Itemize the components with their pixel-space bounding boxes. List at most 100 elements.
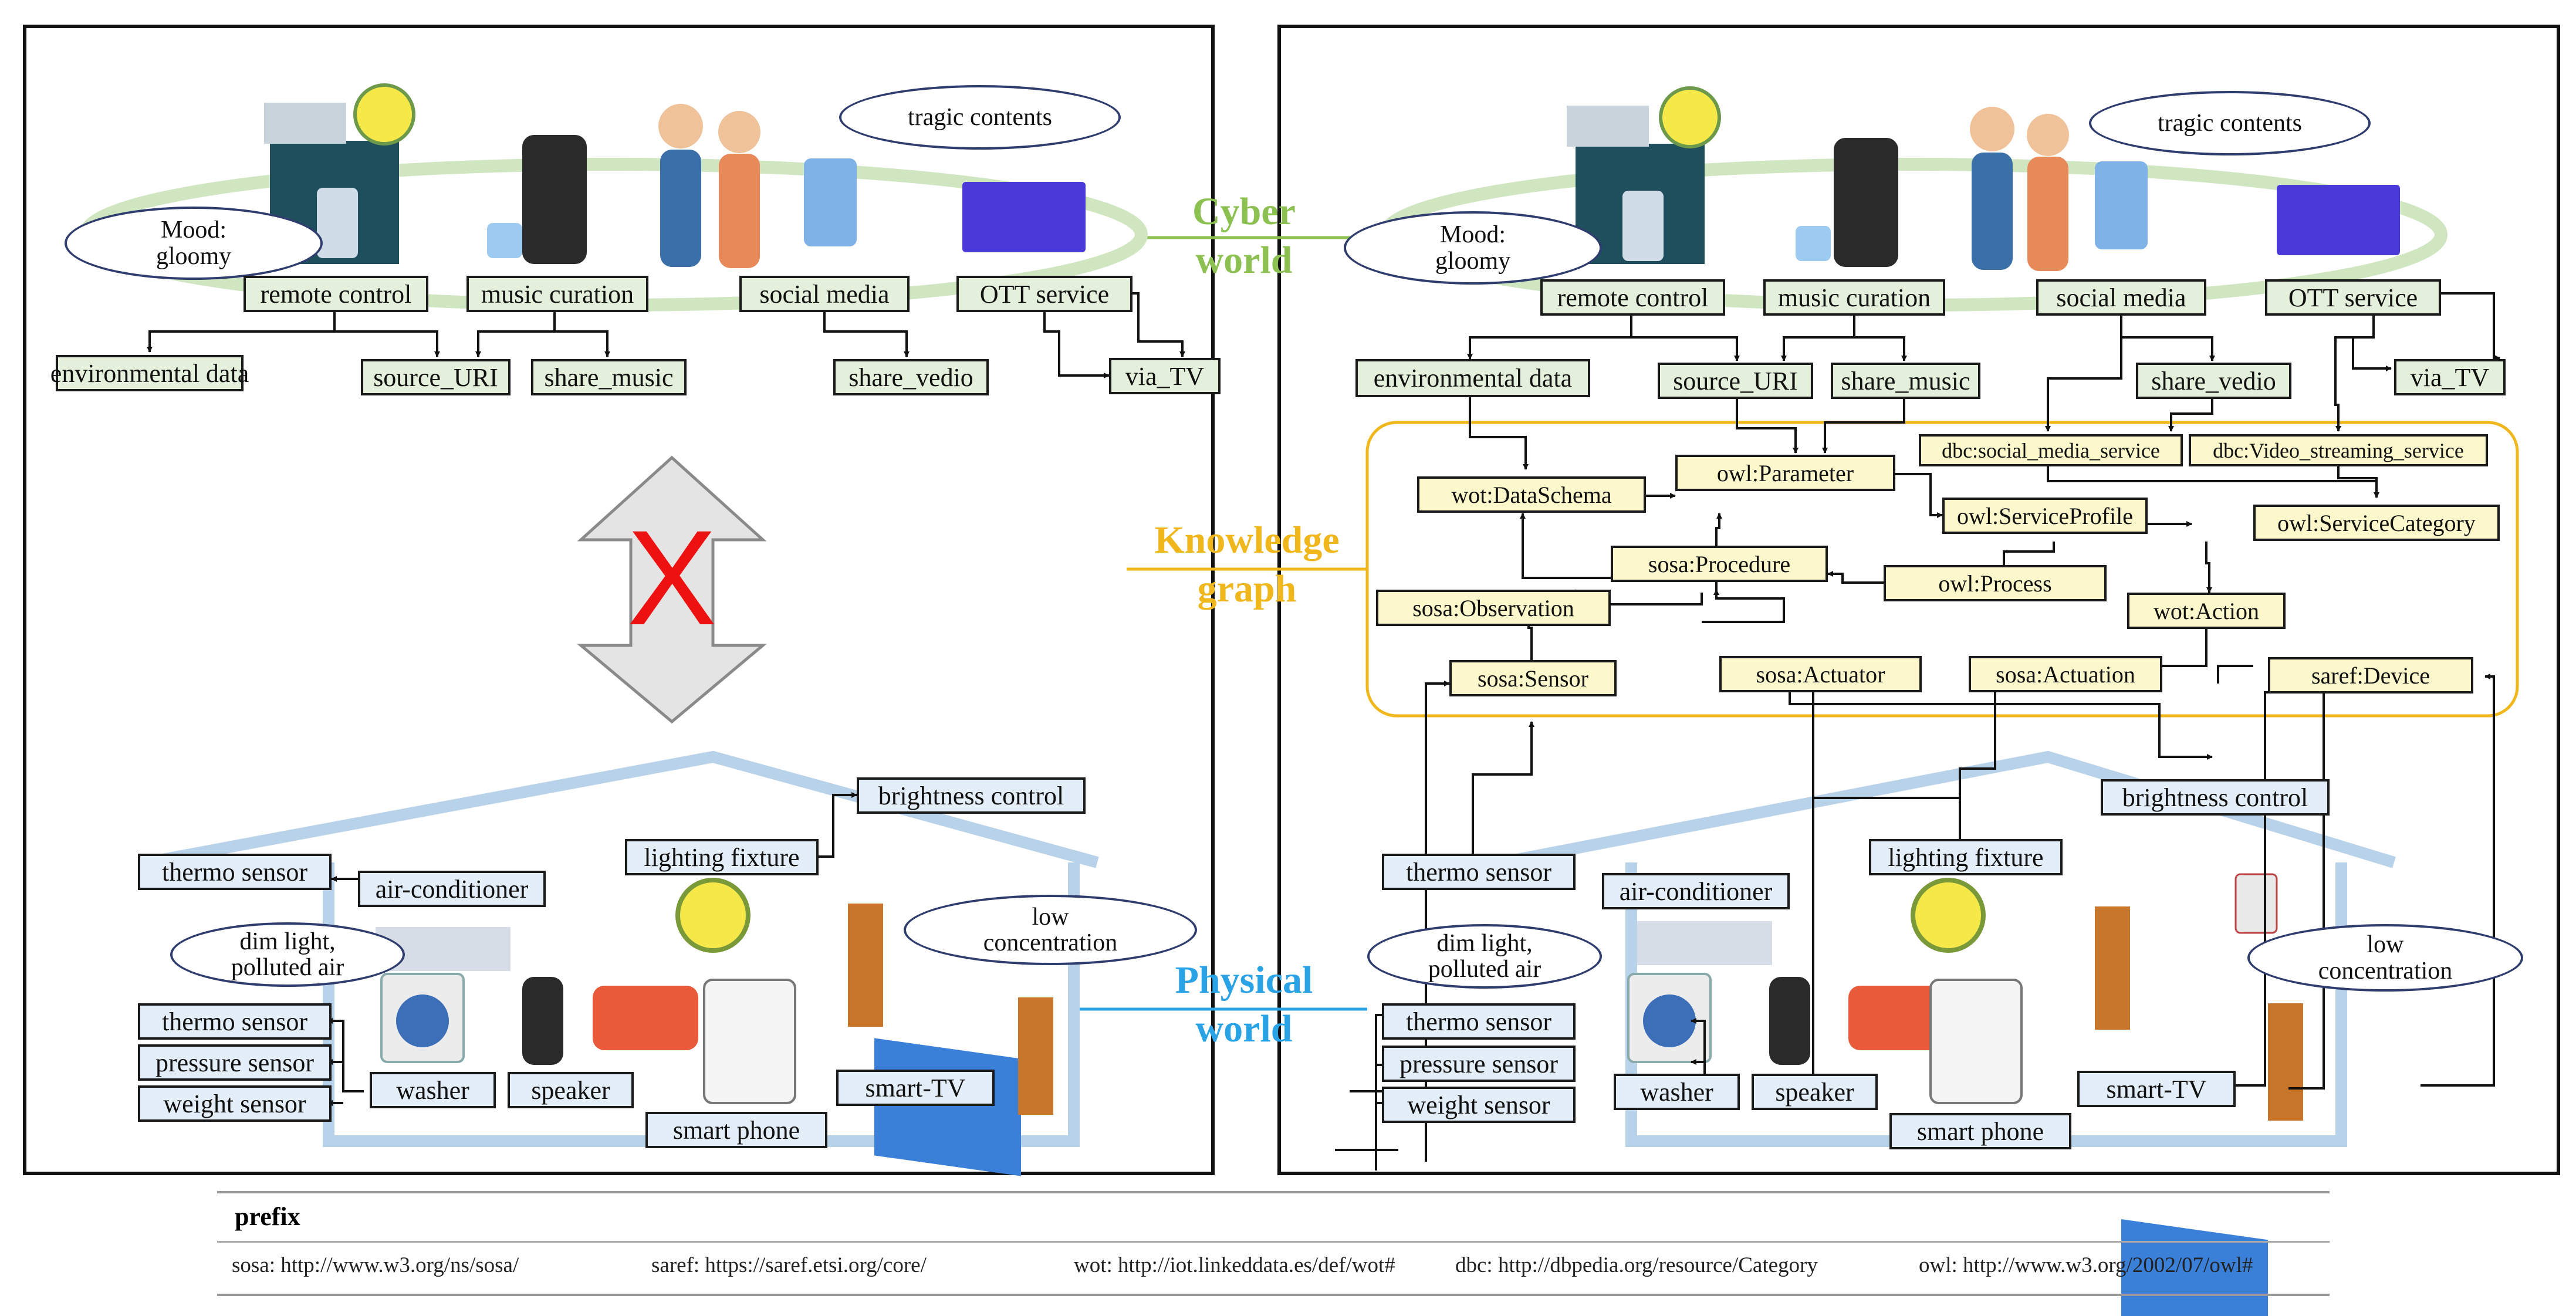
cyber-world-label: Cyber world — [1192, 190, 1296, 282]
tv-screen-icon — [874, 1038, 1021, 1176]
pressure-sensor-node-left: pressure sensor — [138, 1044, 332, 1081]
tv-speaker-right-icon — [2268, 1003, 2303, 1121]
elderly-man-icon — [658, 104, 703, 148]
thermo-sensor-node-right: thermo sensor — [1382, 854, 1576, 890]
smart-phone-node-right: smart phone — [1889, 1113, 2071, 1149]
smart-tv-node-left: smart-TV — [836, 1070, 995, 1106]
tragic-contents-oval-left: tragic contents — [839, 85, 1121, 150]
owl-serviceprofile-node: owl:ServiceProfile — [1942, 498, 2148, 534]
owl-servicecategory-node: owl:ServiceCategory — [2253, 505, 2500, 541]
elderly-woman-icon — [2027, 114, 2069, 156]
tv-speaker-left-icon — [2095, 906, 2130, 1030]
left-cyber-illustrations — [264, 83, 1086, 268]
elderly-woman-body — [719, 154, 760, 268]
phone-hand-icon — [1929, 979, 2023, 1104]
ott-service-node-right: OTT service — [2265, 279, 2441, 316]
brightness-control-node-right: brightness control — [2101, 779, 2330, 816]
source-uri-node-left: source_URI — [361, 359, 511, 395]
phone-hand-icon — [703, 979, 796, 1104]
music-bubble-icon — [1796, 226, 1831, 261]
share-music-node-left: share_music — [531, 359, 687, 395]
tv-speaker-right-icon — [1018, 997, 1053, 1115]
air-conditioner-node-right: air-conditioner — [1602, 873, 1790, 909]
social-media-node-left: social media — [739, 276, 910, 312]
left-panel — [23, 25, 1215, 1175]
music-curation-node-right: music curation — [1763, 279, 1945, 316]
washer-drum-icon — [396, 994, 449, 1047]
sosa-actuation-node: sosa:Actuation — [1969, 656, 2162, 692]
prefix-bottom-rule — [217, 1294, 2330, 1296]
pressure-sensor-node-right: pressure sensor — [1382, 1046, 1576, 1082]
wot-action-node: wot:Action — [2127, 593, 2286, 629]
prefix-title: prefix — [235, 1202, 300, 1231]
elderly-man-body — [1972, 153, 2013, 270]
speaker-tower-icon — [522, 977, 563, 1065]
lighting-fixture-node-right: lighting fixture — [1869, 839, 2063, 875]
brightness-control-node-left: brightness control — [857, 777, 1086, 814]
environmental-data-node-right: environmental data — [1355, 359, 1590, 397]
tragic-contents-oval-right: tragic contents — [2089, 91, 2371, 155]
music-bubble-icon — [487, 223, 522, 258]
washer-node-right: washer — [1614, 1074, 1740, 1110]
smart-tv-node-right: smart-TV — [2077, 1071, 2236, 1107]
washer-node-left: washer — [370, 1072, 496, 1108]
dim-light-oval-right: dim light, polluted air — [1367, 924, 1602, 989]
washer-drum-icon — [1643, 994, 1696, 1047]
remote-control-node-left: remote control — [244, 276, 428, 312]
speaker-node-left: speaker — [508, 1072, 634, 1108]
sofa-icon — [593, 986, 698, 1050]
thermo-sensor-node-left: thermo sensor — [138, 854, 332, 890]
double-arrow — [577, 455, 767, 724]
thermo-sensor-2-node-right: thermo sensor — [1382, 1003, 1576, 1040]
cross-mark-icon: X — [627, 502, 717, 653]
prefix-mid-rule — [217, 1241, 2330, 1243]
mood-gloomy-oval-left: Mood: gloomy — [65, 207, 323, 280]
speaker-node-right: speaker — [1752, 1074, 1878, 1110]
sosa-procedure-node: sosa:Procedure — [1611, 546, 1828, 582]
elderly-man-icon — [1970, 107, 2014, 151]
environmental-data-node-left: environmental data — [50, 355, 249, 391]
low-concentration-oval-right: low concentration — [2247, 924, 2523, 992]
air-conditioner-node-left: air-conditioner — [358, 871, 546, 907]
elderly-man-body — [660, 150, 701, 267]
saref-device-node: saref:Device — [2268, 657, 2473, 693]
sosa-actuator-node: sosa:Actuator — [1719, 656, 1922, 692]
right-physical-illustrations — [1627, 873, 2303, 1316]
lighting-fixture-node-left: lighting fixture — [625, 839, 819, 875]
right-panel — [1277, 25, 2560, 1175]
dim-light-oval-left: dim light, polluted air — [170, 922, 405, 987]
lighting-bulb-icon — [675, 878, 751, 953]
remote-control-node-right: remote control — [1540, 279, 1725, 316]
aircon-indoor-icon — [2234, 873, 2278, 934]
prefix-owl: owl: http://www.w3.org/2002/07/owl# — [1919, 1253, 2253, 1277]
prefix-dbc: dbc: http://dbpedia.org/resource/Categor… — [1455, 1253, 1818, 1277]
dbc-social-media-service-node: dbc:social_media_service — [1919, 434, 2183, 466]
smartphone-icon — [317, 188, 358, 258]
smart-phone-node-left: smart phone — [645, 1112, 827, 1148]
share-vedio-node-left: share_vedio — [833, 359, 989, 395]
smartphone-icon — [1622, 191, 1664, 261]
share-vedio-node-right: share_vedio — [2136, 363, 2291, 399]
tv-screen-icon — [2121, 1219, 2268, 1316]
prefix-sosa: sosa: http://www.w3.org/ns/sosa/ — [232, 1253, 519, 1277]
dbc-video-streaming-service-node: dbc:Video_streaming_service — [2189, 434, 2488, 466]
tv-speaker-left-icon — [848, 904, 883, 1027]
ott-screen-icon — [962, 182, 1086, 252]
low-concentration-oval-left: low concentration — [904, 895, 1197, 965]
ott-service-node-left: OTT service — [956, 276, 1133, 312]
prefix-top-rule — [217, 1191, 2330, 1193]
smart-speaker-icon — [522, 135, 587, 264]
ott-screen-icon — [2277, 185, 2400, 255]
physical-world-label: Physical world — [1175, 959, 1313, 1050]
owl-process-node: owl:Process — [1884, 565, 2107, 601]
knowledge-graph-label: Knowledge graph — [1154, 519, 1340, 610]
music-curation-node-left: music curation — [466, 276, 648, 312]
sosa-observation-node: sosa:Observation — [1376, 590, 1611, 626]
aircon-unit-icon — [1637, 921, 1772, 965]
speaker-tower-icon — [1769, 977, 1810, 1065]
left-connectors — [147, 292, 1185, 1106]
social-media-node-right: social media — [2036, 279, 2206, 316]
elderly-woman-body — [2027, 157, 2068, 271]
mood-gloomy-oval-right: Mood: gloomy — [1344, 211, 1602, 285]
via-tv-node-left: via_TV — [1109, 358, 1221, 394]
